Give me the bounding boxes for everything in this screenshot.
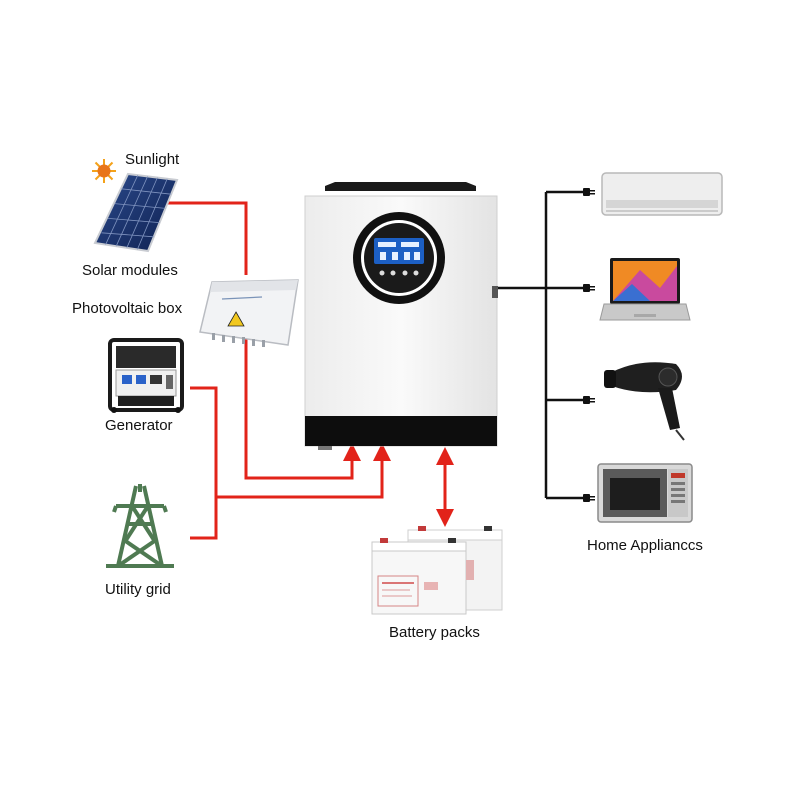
air-conditioner-icon [601,172,723,216]
solar-panel-icon [93,172,179,253]
home-appliances-label: Home Applianccs [587,537,703,554]
microwave-icon [597,463,693,523]
plug-icons [583,188,595,502]
photovoltaic-box-icon [199,279,299,347]
laptop-icon [599,258,691,321]
photovoltaic-box-label: Photovoltaic box [72,300,183,317]
sunlight-label: Sunlight [125,151,180,168]
generator-label: Generator [105,417,173,434]
battery-icon [371,526,503,615]
sun-icon [92,159,116,183]
generator-grid-to-inverter-line [190,386,391,540]
generator-icon [108,338,184,413]
solar-to-inverter-line [168,201,361,480]
load-distribution-lines [498,190,584,500]
hair-dryer-icon [604,362,685,441]
inverter-icon [304,182,498,450]
utility-grid-label: Utility grid [105,581,171,598]
battery-packs-label: Battery packs [389,624,480,641]
utility-tower-icon [106,484,174,568]
solar-modules-label: Solar modules [82,262,178,279]
